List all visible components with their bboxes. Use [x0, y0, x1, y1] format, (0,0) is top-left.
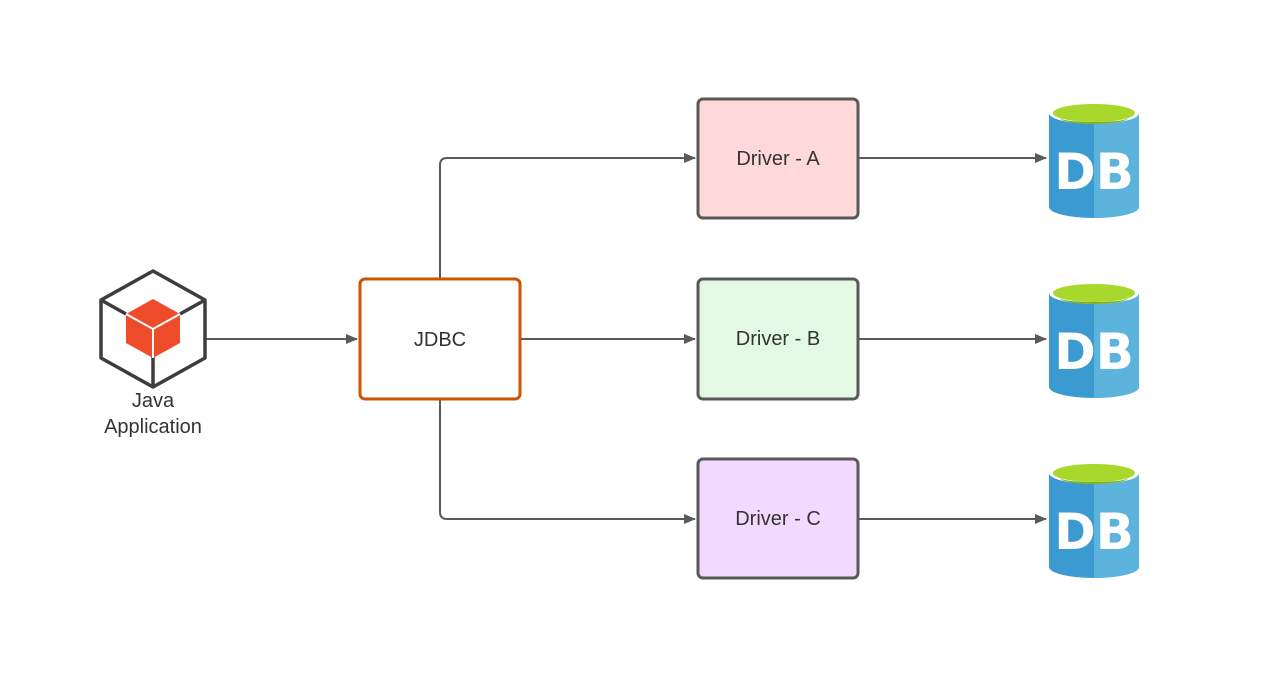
- cube-icon: [99, 269, 207, 389]
- database-icon: [1049, 462, 1139, 578]
- driver-b-node: Driver - B: [696, 277, 860, 401]
- db-c-label: DB: [1054, 503, 1134, 561]
- driver-c-label: Driver - C: [735, 508, 821, 530]
- jdbc-node: JDBC: [358, 277, 522, 401]
- driver-b-label: Driver - B: [736, 328, 820, 350]
- java-application-node: Java Application: [99, 269, 207, 438]
- app-label-line1: Java: [132, 390, 175, 412]
- connector-jdbc-to-driver-c: [439, 400, 696, 524]
- app-label-line2: Application: [104, 416, 202, 438]
- db-a-label: DB: [1054, 143, 1134, 201]
- driver-a-label: Driver - A: [736, 148, 820, 170]
- database-icon: [1049, 102, 1139, 218]
- db-b-label: DB: [1054, 323, 1134, 381]
- driver-a-node: Driver - A: [696, 97, 860, 220]
- database-a-node: DB: [1049, 102, 1139, 218]
- database-c-node: DB: [1049, 462, 1139, 578]
- database-b-node: DB: [1049, 282, 1139, 398]
- database-icon: [1049, 282, 1139, 398]
- jdbc-label: JDBC: [414, 329, 466, 351]
- driver-c-node: Driver - C: [696, 457, 860, 580]
- connector-jdbc-to-driver-a: [439, 153, 696, 278]
